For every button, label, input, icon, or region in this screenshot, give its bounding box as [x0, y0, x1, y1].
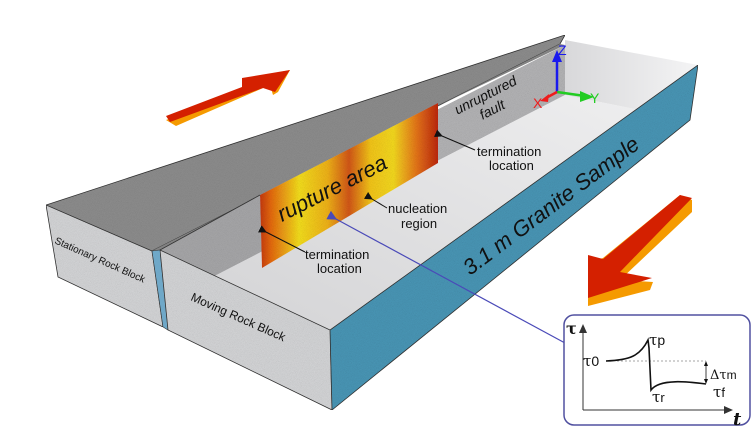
taur-label: τr [652, 388, 665, 406]
svg-text:τ: τ [566, 319, 577, 338]
axis-y-label: Y [590, 90, 600, 106]
tau0-label: τ0 [583, 352, 599, 370]
taup-label: τp [649, 331, 665, 349]
axis-x-label: X [533, 95, 543, 111]
svg-text:t: t [733, 409, 742, 430]
inset-x-axis-label: t [733, 409, 742, 430]
slip-direction-arrow-top [166, 70, 290, 126]
slip-direction-arrow-bottom [588, 195, 692, 306]
tauf-label: τf [713, 383, 725, 401]
svg-text:location: location [489, 158, 534, 173]
termination-label-right: termination location [433, 129, 541, 173]
axis-z-label: Z [558, 42, 567, 58]
svg-text:termination: termination [477, 144, 541, 159]
svg-text:nucleation: nucleation [388, 201, 447, 216]
delta-tau-m-label: Δτm [710, 368, 737, 383]
svg-text:region: region [401, 216, 437, 231]
stress-curve [605, 337, 707, 393]
nucleation-label: nucleation region [363, 191, 447, 231]
back-wall [565, 40, 698, 110]
inset-leader-line [326, 210, 566, 344]
inset-y-axis-label: τ [566, 319, 577, 338]
stress-time-inset: τ t τ0 τp τr τf Δτm [563, 314, 751, 430]
rupture-area [260, 103, 438, 268]
svg-text:location: location [317, 261, 362, 276]
termination-label-left: termination location [257, 225, 369, 276]
granite-side-face [329, 64, 699, 411]
coordinate-axes: Z Y X [533, 42, 600, 111]
svg-text:termination: termination [305, 247, 369, 262]
